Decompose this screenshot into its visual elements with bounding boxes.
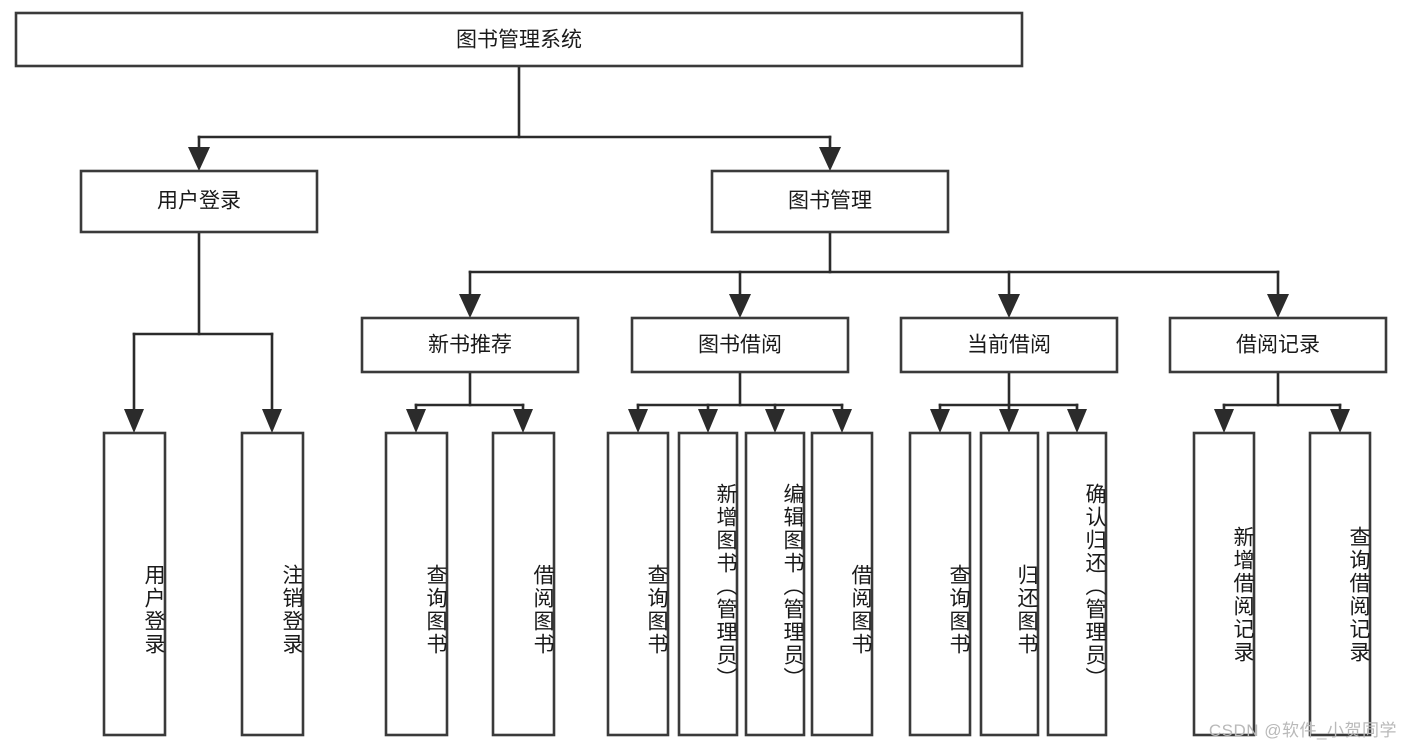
node-user-login[interactable]: 用户登录 (79, 169, 319, 234)
arrow-head-leaf-user-login-0 (124, 409, 144, 433)
arrow-head-leaf-bb-0 (628, 409, 648, 433)
arrow-head-new-book-recommend (459, 294, 481, 318)
node-book-management[interactable]: 图书管理 (710, 169, 950, 234)
leaf-box-cb-1[interactable] (979, 431, 1040, 737)
node-current-borrow-label: 当前借阅 (967, 334, 1051, 357)
leaf-box-br-0[interactable] (1192, 431, 1256, 737)
leaf-box-bb-0[interactable] (606, 431, 670, 737)
arrow-head-leaf-cb-1 (999, 409, 1019, 433)
arrow-head-user-login (188, 147, 210, 171)
node-new-book-recommend[interactable]: 新书推荐 (360, 316, 580, 374)
arrow-head-leaf-user-login-1 (262, 409, 282, 433)
arrow-head-leaf-nbr-1 (513, 409, 533, 433)
node-borrow-record-box[interactable] (1168, 316, 1388, 374)
node-book-borrow[interactable]: 图书借阅 (630, 316, 850, 374)
node-current-borrow-box[interactable] (899, 316, 1119, 374)
node-new-book-recommend-label: 新书推荐 (428, 334, 512, 357)
arrow-head-book-borrow (729, 294, 751, 318)
node-user-login-label: 用户登录 (157, 190, 241, 213)
watermark-text: CSDN @软件_小贺同学 (1208, 721, 1397, 740)
connector-group-book-mgmt (459, 230, 1289, 318)
node-borrow-record[interactable]: 借阅记录 (1168, 316, 1388, 374)
node-book-management-box[interactable] (710, 169, 950, 234)
leaf-box-bb-2[interactable] (744, 431, 806, 737)
leaf-box-cb-0[interactable] (908, 431, 972, 737)
node-root[interactable]: 图书管理系统 (14, 11, 1024, 68)
arrow-head-leaf-cb-0 (930, 409, 950, 433)
leaf-box-nbr-1[interactable] (491, 431, 556, 737)
arrow-head-leaf-bb-1 (698, 409, 718, 433)
connector-group-user-login (124, 230, 282, 433)
node-book-borrow-label: 图书借阅 (698, 334, 782, 357)
node-user-login-box[interactable] (79, 169, 319, 234)
arrow-head-leaf-br-0 (1214, 409, 1234, 433)
arrow-head-leaf-br-1 (1330, 409, 1350, 433)
node-borrow-record-label: 借阅记录 (1236, 334, 1320, 357)
arrow-head-leaf-cb-2 (1067, 409, 1087, 433)
node-new-book-recommend-box[interactable] (360, 316, 580, 374)
arrow-head-leaf-bb-2 (765, 409, 785, 433)
node-book-borrow-box[interactable] (630, 316, 850, 374)
node-book-management-label: 图书管理 (788, 190, 872, 213)
leaf-box-user-login-0[interactable] (102, 431, 167, 737)
arrow-head-leaf-bb-3 (832, 409, 852, 433)
node-root-label: 图书管理系统 (456, 29, 582, 52)
leaf-box-nbr-0[interactable] (384, 431, 449, 737)
arrow-head-book-mgmt (819, 147, 841, 171)
connector-group-book-borrow (628, 370, 852, 433)
arrow-head-leaf-nbr-0 (406, 409, 426, 433)
connector-group-borrow-record (1214, 370, 1350, 433)
connector-group-root (188, 64, 841, 171)
node-current-borrow[interactable]: 当前借阅 (899, 316, 1119, 374)
leaf-box-br-1[interactable] (1308, 431, 1372, 737)
connector-group-new-book-recommend (406, 370, 533, 433)
leaf-box-bb-3[interactable] (810, 431, 874, 737)
leaf-box-user-login-1[interactable] (240, 431, 305, 737)
arrow-head-borrow-record (1267, 294, 1289, 318)
leaf-box-cb-2[interactable] (1046, 431, 1108, 737)
connector-group-current-borrow (930, 370, 1087, 433)
arrow-head-current-borrow (998, 294, 1020, 318)
leaf-box-bb-1[interactable] (677, 431, 739, 737)
node-root-box[interactable] (14, 11, 1024, 68)
